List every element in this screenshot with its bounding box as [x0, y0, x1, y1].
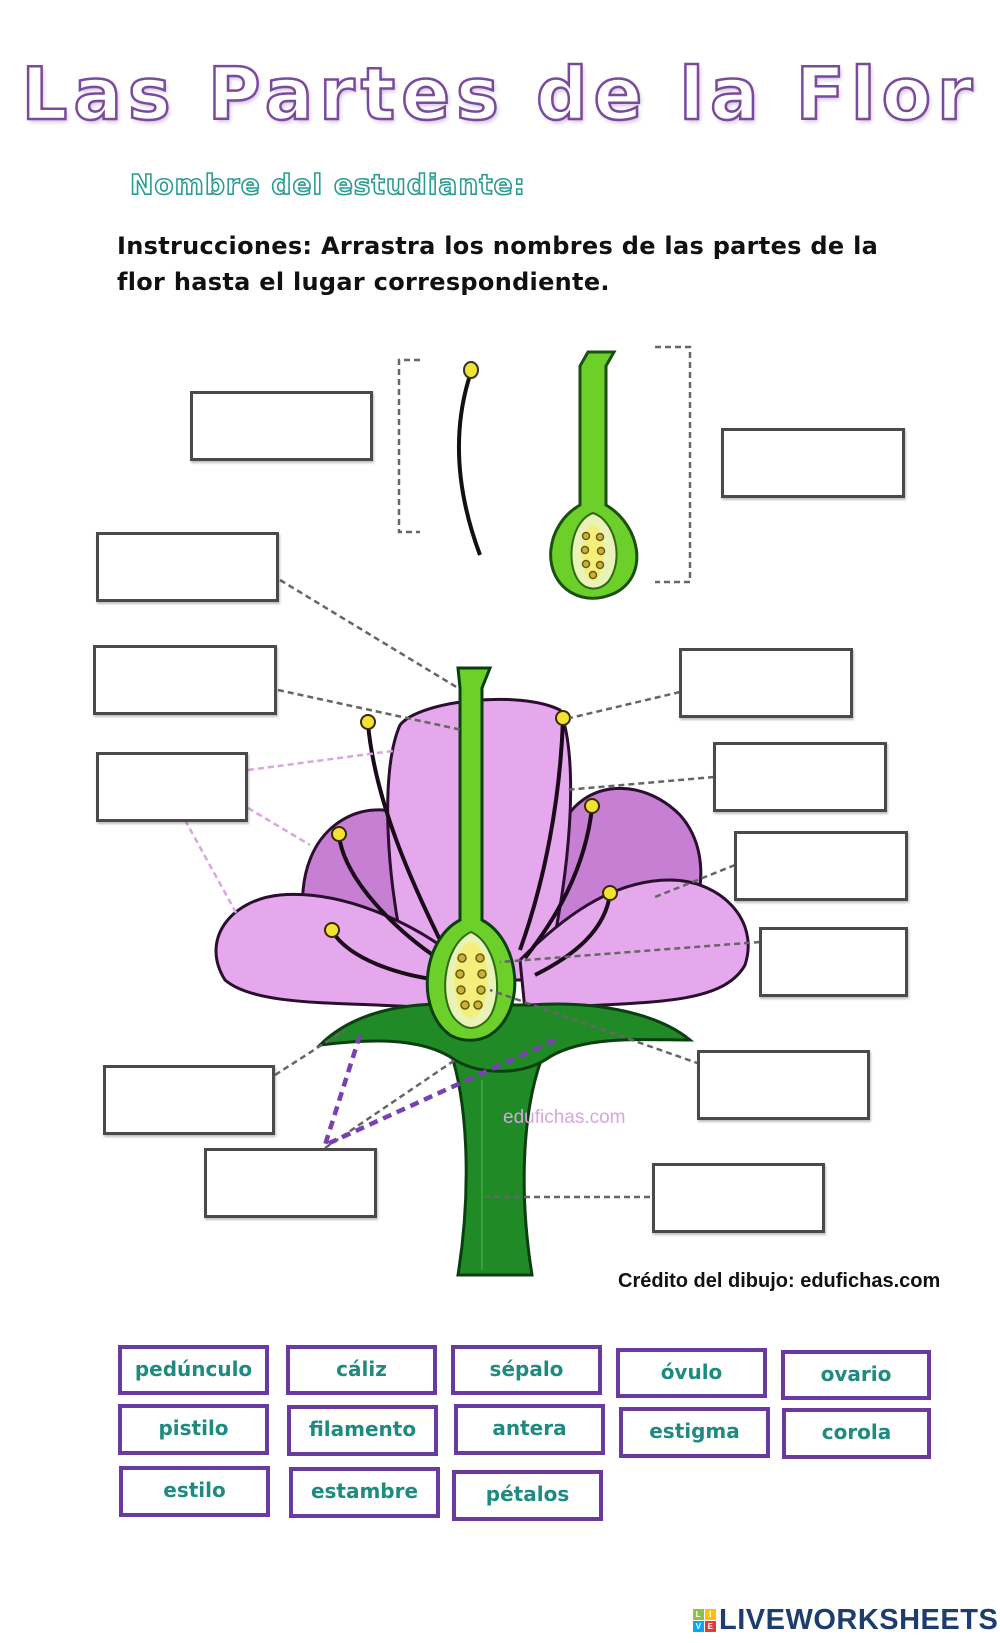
instructions-line-2: flor hasta el lugar correspondiente. — [117, 268, 610, 296]
word-ovulo[interactable]: óvulo — [616, 1348, 767, 1398]
page-title: Las Partes de la Flor — [20, 51, 979, 138]
word-caliz[interactable]: cáliz — [286, 1345, 437, 1395]
stamen-bracket — [397, 358, 420, 534]
instructions-line-1: Instrucciones: Arrastra los nombres de l… — [117, 232, 879, 260]
drop-zone-ovule[interactable] — [697, 1050, 870, 1120]
drop-zone-peduncle[interactable] — [652, 1163, 825, 1233]
pistil — [425, 666, 517, 1042]
drop-zone-ovary[interactable] — [759, 927, 908, 997]
drop-zone-calyx[interactable] — [204, 1148, 377, 1218]
word-ovario[interactable]: ovario — [781, 1350, 931, 1400]
drop-zone-petal-left[interactable] — [96, 752, 248, 822]
drop-zone-pistil[interactable] — [721, 428, 905, 498]
drop-zone-stamen[interactable] — [190, 391, 373, 461]
ovary-illustration — [454, 942, 488, 1018]
word-estambre[interactable]: estambre — [289, 1467, 440, 1518]
drop-zone-style[interactable] — [93, 645, 277, 715]
student-name-label: Nombre del estudiante: — [129, 167, 526, 202]
logo-text: LIVEWORKSHEETS — [719, 1604, 999, 1636]
instructions: Instrucciones: Arrastra los nombres de l… — [117, 228, 897, 300]
word-petalos[interactable]: pétalos — [452, 1470, 603, 1521]
word-filamento[interactable]: filamento — [287, 1405, 438, 1456]
drawing-credit: Crédito del dibujo: edufichas.com — [618, 1270, 941, 1292]
word-sepalo[interactable]: sépalo — [451, 1345, 602, 1395]
word-pedunculo[interactable]: pedúnculo — [118, 1345, 269, 1395]
logo-icon: L I V E — [693, 1609, 716, 1632]
drop-zone-petal-right[interactable] — [734, 831, 908, 901]
word-antera[interactable]: antera — [454, 1404, 605, 1455]
stem — [447, 1048, 548, 1277]
word-estilo[interactable]: estilo — [119, 1466, 270, 1517]
liveworksheets-logo: L I V E LIVEWORKSHEETS — [693, 1604, 998, 1637]
drop-zone-filament[interactable] — [713, 742, 887, 812]
drop-zone-stigma[interactable] — [96, 532, 279, 602]
word-estigma[interactable]: estigma — [619, 1407, 770, 1458]
word-corola[interactable]: corola — [782, 1408, 931, 1459]
drop-zone-anther[interactable] — [679, 648, 853, 718]
word-pistilo[interactable]: pistilo — [118, 1404, 269, 1455]
isolated-pistil-illustration — [549, 350, 639, 600]
drop-zone-sepal[interactable] — [103, 1065, 275, 1135]
isolated-stamen-illustration — [457, 361, 482, 556]
watermark: edufichas.com — [503, 1107, 626, 1128]
pistil-bracket — [655, 345, 692, 584]
